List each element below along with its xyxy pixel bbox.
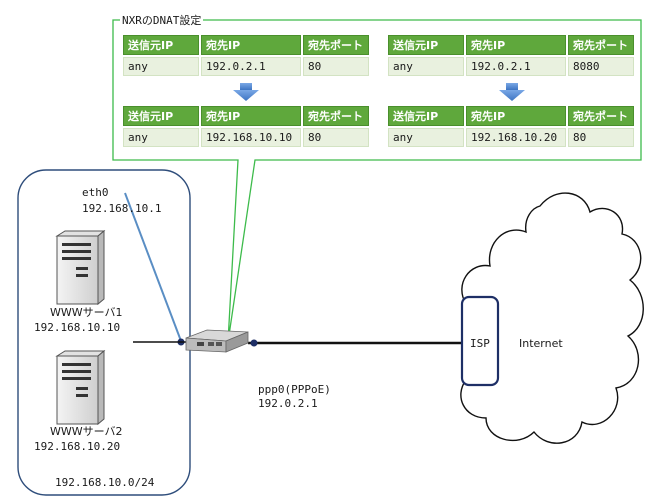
www-server-1-name: WWWサーバ1 <box>50 306 123 319</box>
dnat-callout-frame <box>112 19 642 343</box>
header-dst-ip: 宛先IP <box>466 106 566 126</box>
dnat-callout-title: NXRのDNAT設定 <box>120 12 204 28</box>
ppp0-label: ppp0(PPPoE) <box>258 383 331 396</box>
cell-src-ip: any <box>388 57 464 76</box>
ppp0-ip-label: 192.0.2.1 <box>258 397 318 410</box>
header-src-ip: 送信元IP <box>388 106 464 126</box>
eth0-ip-label: 192.168.10.1 <box>82 202 162 215</box>
eth0-label: eth0 <box>82 186 109 199</box>
cell-src-ip: any <box>123 57 199 76</box>
cell-src-ip: any <box>123 128 199 147</box>
header-dst-port: 宛先ポート <box>303 106 369 126</box>
header-dst-port: 宛先ポート <box>303 35 369 55</box>
header-src-ip: 送信元IP <box>123 106 199 126</box>
lan-network-label: 192.168.10.0/24 <box>55 476 155 489</box>
www-server-2-ip: 192.168.10.20 <box>34 440 121 453</box>
lan-segment-box <box>17 169 191 496</box>
header-dst-port: 宛先ポート <box>568 106 634 126</box>
header-dst-port: 宛先ポート <box>568 35 634 55</box>
rule-2-before-table: 送信元IP 宛先IP 宛先ポート any 192.0.2.1 8080 <box>386 33 636 78</box>
eth0-pointer-line <box>124 192 182 342</box>
cell-dst-port: 80 <box>303 57 369 76</box>
cell-dst-ip: 192.168.10.20 <box>466 128 566 147</box>
isp-box <box>460 295 500 387</box>
internet-cloud-icon <box>460 192 644 444</box>
cell-dst-port: 80 <box>568 128 634 147</box>
header-dst-ip: 宛先IP <box>466 35 566 55</box>
www-server-2-name: WWWサーバ2 <box>50 425 123 438</box>
ppp0-port-dot <box>250 339 258 347</box>
cell-dst-ip: 192.168.10.10 <box>201 128 301 147</box>
header-dst-ip: 宛先IP <box>201 35 301 55</box>
isp-label: ISP <box>470 337 490 350</box>
translation-arrow-icon <box>233 83 259 101</box>
www-server-2-icon <box>55 349 106 426</box>
header-dst-ip: 宛先IP <box>201 106 301 126</box>
nxr-router-icon <box>185 329 249 353</box>
rule-1-after-table: 送信元IP 宛先IP 宛先ポート any 192.168.10.10 80 <box>121 104 371 149</box>
cell-dst-port: 80 <box>303 128 369 147</box>
internet-label: Internet <box>519 337 563 350</box>
cell-dst-ip: 192.0.2.1 <box>201 57 301 76</box>
www-server-1-icon <box>55 229 106 306</box>
translation-arrow-icon <box>499 83 525 101</box>
header-src-ip: 送信元IP <box>388 35 464 55</box>
rule-2-after-table: 送信元IP 宛先IP 宛先ポート any 192.168.10.20 80 <box>386 104 636 149</box>
www-server-1-ip: 192.168.10.10 <box>34 321 121 334</box>
rule-1-before-table: 送信元IP 宛先IP 宛先ポート any 192.0.2.1 80 <box>121 33 371 78</box>
cell-src-ip: any <box>388 128 464 147</box>
cell-dst-ip: 192.0.2.1 <box>466 57 566 76</box>
header-src-ip: 送信元IP <box>123 35 199 55</box>
cell-dst-port: 8080 <box>568 57 634 76</box>
